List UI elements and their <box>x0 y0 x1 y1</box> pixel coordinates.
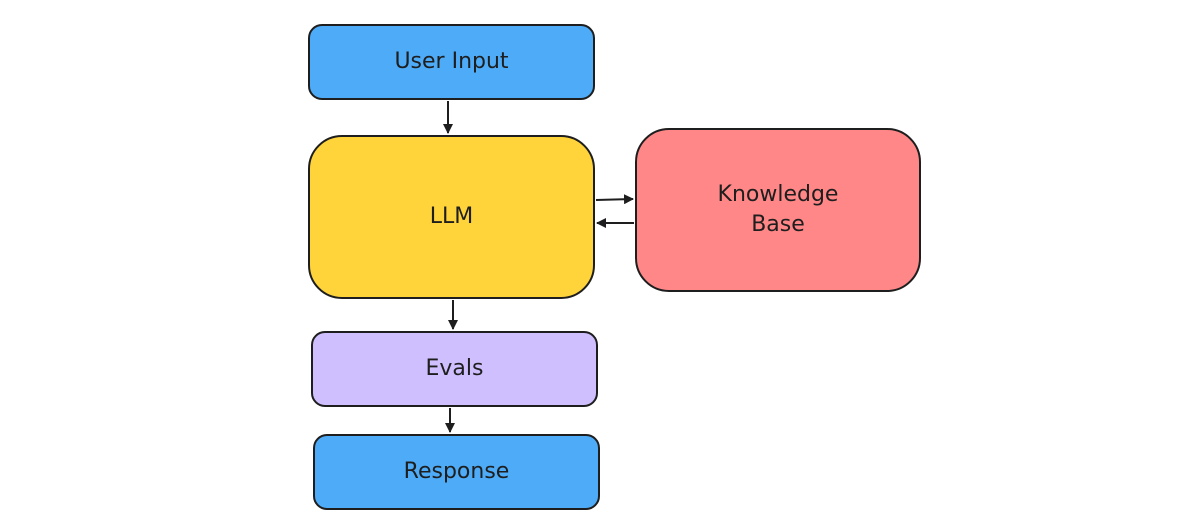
node-user-input-label: User Input <box>394 49 509 74</box>
node-user-input[interactable]: User Input <box>308 24 595 100</box>
node-knowledge-base[interactable]: Knowledge Base <box>635 128 921 292</box>
node-evals-label: Evals <box>425 356 484 381</box>
node-response[interactable]: Response <box>313 434 600 510</box>
node-knowledge-base-label: Knowledge Base <box>717 182 839 237</box>
edge-llm-to-knowledge-base <box>595 194 634 205</box>
node-llm-label: LLM <box>429 204 474 229</box>
node-response-label: Response <box>403 459 510 484</box>
node-evals[interactable]: Evals <box>311 331 598 407</box>
node-llm[interactable]: LLM <box>308 135 595 299</box>
